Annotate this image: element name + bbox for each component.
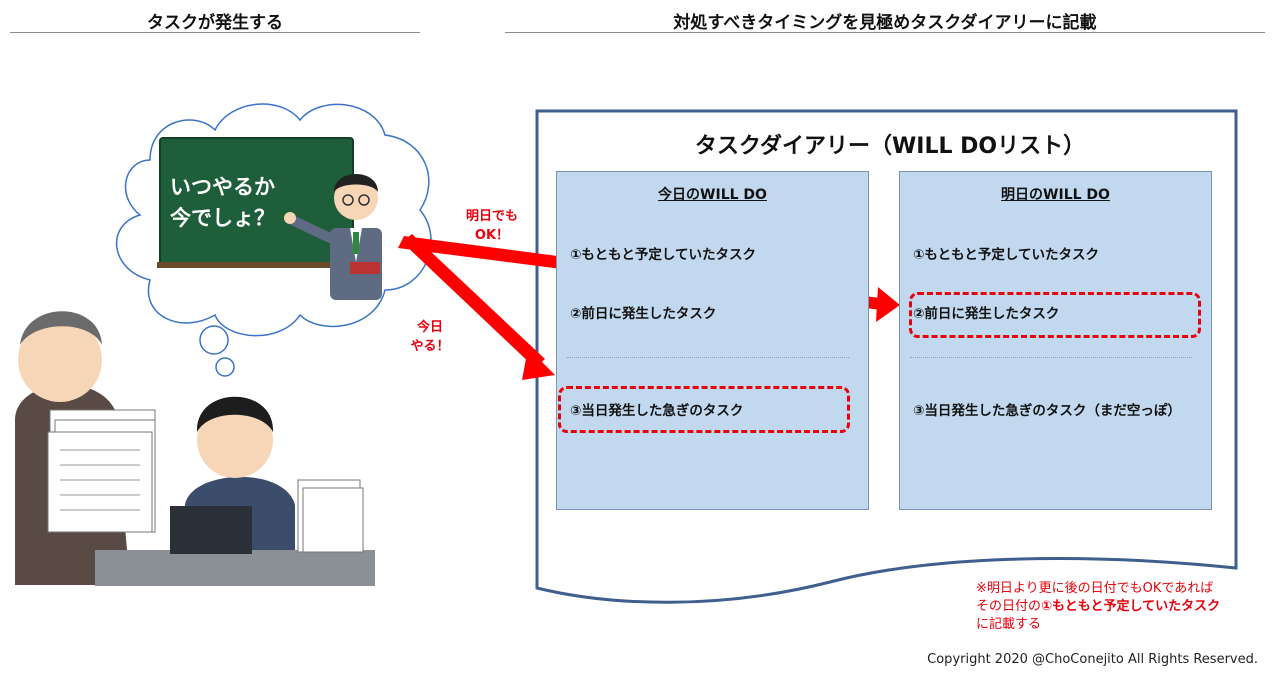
tomorrow-item-1: ①もともと予定していたタスク <box>913 247 1099 263</box>
teacher-figure-icon <box>284 174 382 300</box>
footnote: ※明日より更に後の日付でもOKであればその日付の①もともと予定していたタスクに記… <box>976 580 1226 634</box>
today-column-title: 今日のWILL DO <box>658 187 767 203</box>
today-will-do-column: 今日のWILL DO ①もともと予定していたタスク ②前日に発生したタスク ③当… <box>556 171 869 510</box>
boss-with-papers-icon <box>15 311 156 585</box>
arrow-to-today <box>402 234 555 380</box>
tomorrow-ok-label: 明日でも OK！ <box>452 207 532 245</box>
worker-at-desk-icon <box>95 396 375 586</box>
footnote-part-3: に記載する <box>976 617 1042 632</box>
left-section-title: タスクが発生する <box>147 13 283 33</box>
today-item-3: ③当日発生した急ぎのタスク <box>570 403 744 419</box>
tomorrow-column-title: 明日のWILL DO <box>1001 187 1110 203</box>
footnote-emphasis: ①もともと予定していたタスク <box>1041 599 1221 614</box>
chalkboard-line-1: いつやるか <box>170 175 275 199</box>
today-item-1: ①もともと予定していたタスク <box>570 247 756 263</box>
tomorrow-previous-day-highlight <box>909 292 1201 338</box>
today-item-2: ②前日に発生したタスク <box>570 306 717 322</box>
today-do-label: 今日 やる！ <box>400 318 460 356</box>
today-do-label-line1: 今日 <box>416 320 443 335</box>
today-urgent-highlight <box>558 386 850 433</box>
tomorrow-divider <box>910 357 1192 358</box>
diary-title: タスクダイアリー（WILL DOリスト） <box>694 134 1086 159</box>
tomorrow-item-2: ②前日に発生したタスク <box>913 306 1060 322</box>
tomorrow-ok-label-line1: 明日でも <box>465 209 518 224</box>
today-do-label-line2: やる！ <box>410 339 450 354</box>
tomorrow-item-3: ③当日発生した急ぎのタスク（まだ空っぽ） <box>913 403 1181 419</box>
copyright-text: Copyright 2020 @ChoConejito All Rights R… <box>927 652 1258 667</box>
right-header-divider <box>505 32 1265 33</box>
today-divider <box>567 357 849 358</box>
chalkboard-line-2: 今でしょ？ <box>170 206 275 230</box>
right-section-title: 対処すべきタイミングを見極めタスクダイアリーに記載 <box>673 13 1097 33</box>
chalkboard-text: いつやるか 今でしょ？ <box>170 172 275 234</box>
tomorrow-ok-label-line2: OK！ <box>474 228 510 243</box>
left-header-divider <box>10 32 420 33</box>
tomorrow-will-do-column: 明日のWILL DO ①もともと予定していたタスク ②前日に発生したタスク ③当… <box>899 171 1212 510</box>
footnote-part-1: ※明日より更に後の日付でもOKであればその日付の <box>976 581 1214 614</box>
